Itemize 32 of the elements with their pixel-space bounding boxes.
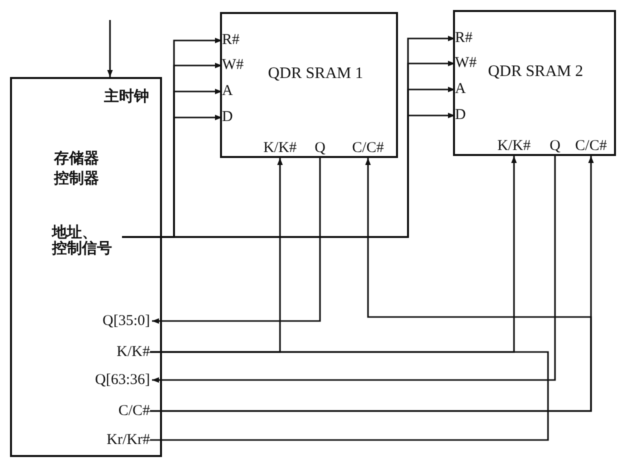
signal-arrow — [152, 158, 321, 324]
memory-chip-box — [453, 10, 616, 156]
memory-chip-box — [220, 12, 398, 158]
pin-label: D — [222, 109, 252, 126]
pin-label: K/K# — [60, 343, 150, 361]
signal-arrow — [107, 20, 113, 77]
pin-label: Q[63:36] — [60, 371, 150, 389]
pin-label: A — [222, 83, 252, 100]
pin-label: W# — [222, 57, 252, 74]
pin-label: D — [455, 107, 485, 124]
block-title: QDR SRAM 2 — [488, 62, 584, 82]
pin-label: C/C# — [346, 130, 390, 156]
signal-arrow — [122, 112, 455, 238]
block-title: 主时钟 — [104, 87, 150, 106]
signal-line — [150, 351, 549, 441]
pin-label: Q — [310, 130, 330, 156]
pin-label: A — [455, 81, 485, 98]
block-title: 存储器控制器 — [54, 149, 100, 188]
pin-label: Q — [545, 128, 565, 154]
pin-label: K/K# — [254, 130, 306, 156]
pin-label: Q[35:0] — [60, 312, 150, 330]
block-title: QDR SRAM 1 — [268, 64, 364, 84]
pin-label: C/C# — [60, 402, 150, 420]
controller-box — [10, 77, 162, 457]
signal-arrow — [152, 156, 556, 383]
pin-label: Kr/Kr# — [60, 431, 150, 449]
pin-label: R# — [222, 32, 252, 49]
pin-label: W# — [455, 55, 485, 72]
pin-label: C/C# — [571, 128, 611, 154]
pin-label: R# — [455, 30, 485, 47]
pin-label: 地址、控制信号 — [52, 220, 122, 260]
pin-label: K/K# — [488, 128, 540, 154]
